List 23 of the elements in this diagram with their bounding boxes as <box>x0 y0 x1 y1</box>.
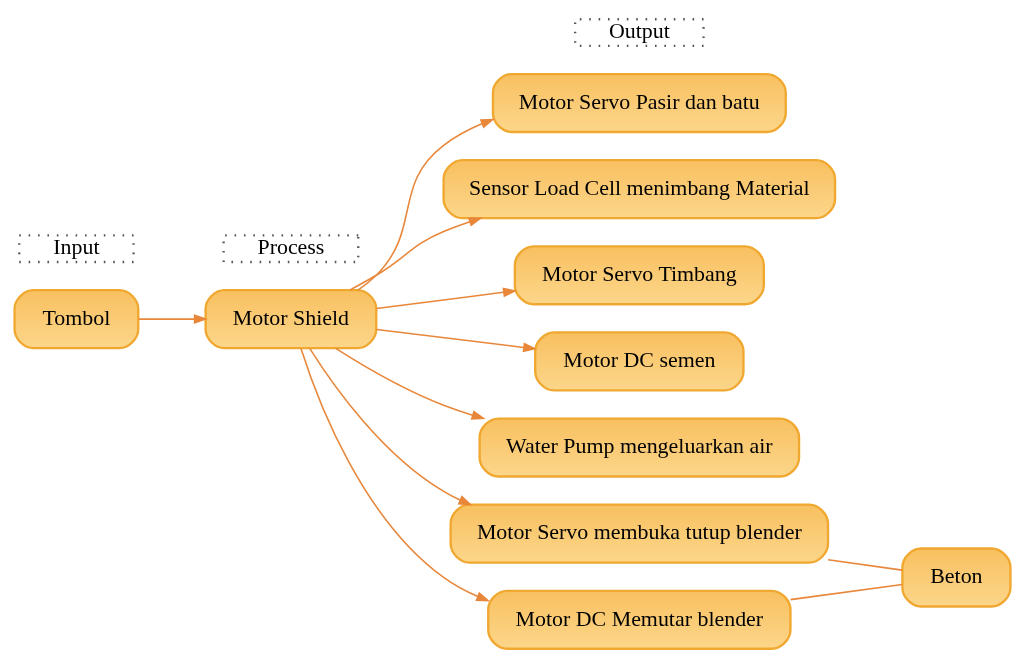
node-box: Tombol <box>13 289 140 350</box>
arrow <box>309 347 473 506</box>
arrow <box>300 347 491 602</box>
node-box: Motor DC semen <box>534 331 745 392</box>
connector <box>827 559 903 571</box>
arrow <box>334 347 486 420</box>
arrow <box>357 118 495 291</box>
arrow <box>375 328 538 353</box>
label: Process <box>257 234 325 260</box>
node-box: Motor Servo Pasir dan batu <box>491 72 787 134</box>
arrow <box>348 217 483 291</box>
node-box: Motor Servo membuka tutup blender <box>449 503 830 564</box>
connector <box>789 583 904 601</box>
node-box: Beton <box>901 547 1012 608</box>
node-box: Sensor Load Cell menimbang Material <box>442 159 837 220</box>
node-box: Motor DC Memutar blender <box>487 589 792 650</box>
arrow <box>137 314 208 325</box>
node-box: Water Pump mengeluarkan air <box>478 417 801 478</box>
arrow <box>375 287 518 310</box>
label: Output <box>608 18 670 44</box>
label: Input <box>53 234 100 260</box>
node-box: Motor Servo Timbang <box>513 245 765 306</box>
node-box: Motor Shield <box>204 289 378 350</box>
